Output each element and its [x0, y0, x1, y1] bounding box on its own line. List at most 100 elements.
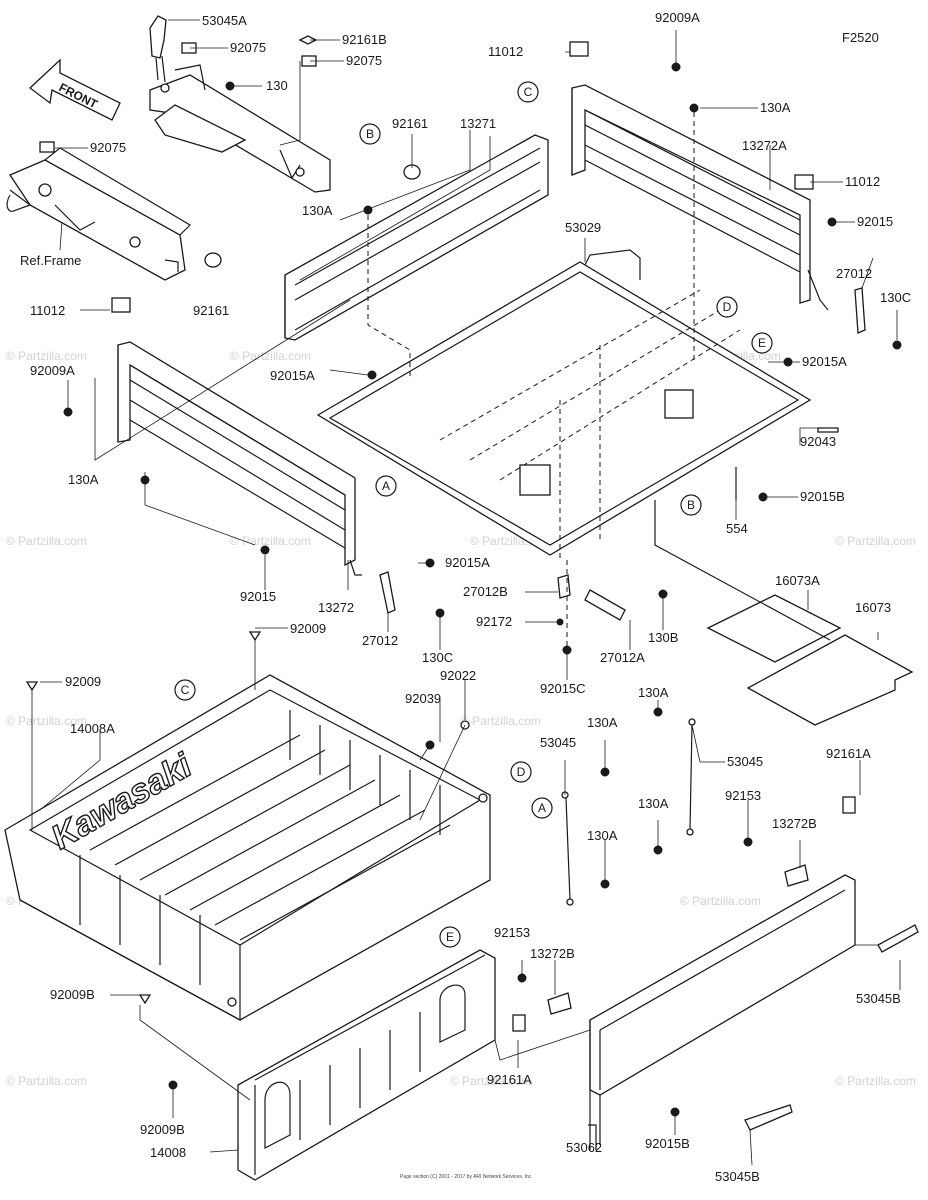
part-label: 53045B	[715, 1169, 760, 1184]
mat-16073a	[706, 594, 842, 663]
screw-92009	[25, 681, 39, 692]
svg-text:C: C	[524, 85, 533, 99]
part-label: 13272B	[530, 946, 575, 961]
right-side-panel-13272a	[571, 84, 829, 311]
reference-marker: C B D E A B A C D E	[174, 81, 773, 948]
part-number-labels: 53045A 92075 92161B 92075 130 92075 9216…	[30, 10, 911, 1184]
bolt-130a	[363, 205, 373, 215]
pin-92043	[817, 427, 839, 433]
part-label: 92009B	[50, 987, 95, 1002]
part-label: 92009	[290, 621, 326, 636]
part-label: 11012	[845, 174, 880, 189]
bolt-130a	[600, 879, 610, 889]
watermark: © Partzilla.com	[6, 349, 87, 363]
part-label: 92153	[725, 788, 761, 803]
nut-92015	[827, 217, 837, 227]
part-label: 53062	[566, 1140, 602, 1155]
cap-11012	[569, 41, 589, 57]
part-label: 554	[726, 521, 748, 536]
part-label: 92161A	[826, 746, 871, 761]
part-label: 11012	[30, 303, 65, 318]
part-label: 13272B	[772, 816, 817, 831]
part-label: 92075	[230, 40, 266, 55]
grommet-92161	[204, 252, 222, 268]
part-label: 13272A	[742, 138, 787, 153]
part-label: 92015	[857, 214, 893, 229]
footer-copyright: Page section (C) 2001 - 2017 by ARI Netw…	[400, 1174, 533, 1180]
hinge-27012	[379, 571, 396, 614]
figure-id: F2520	[842, 30, 879, 45]
part-label: 92022	[440, 668, 476, 683]
hinge-27012a	[584, 589, 626, 621]
ref-frame-label: Ref.Frame	[20, 253, 81, 268]
part-label: 92009	[65, 674, 101, 689]
screw-92009b	[168, 1080, 178, 1090]
part-label: 92015	[240, 589, 276, 604]
part-label: 130C	[880, 290, 911, 305]
watermark: © Partzilla.com	[230, 534, 311, 548]
part-label: 27012	[362, 633, 398, 648]
svg-text:E: E	[446, 930, 454, 944]
watermark: © Partzilla.com	[6, 714, 87, 728]
bracket-53062	[588, 1124, 597, 1150]
watermark: © Partzilla.com	[450, 1074, 531, 1088]
part-label: 130A	[587, 715, 618, 730]
part-label: 14008	[150, 1145, 186, 1160]
bed-frame-53029	[316, 249, 812, 560]
screw-92009a	[671, 62, 681, 72]
screw-92009a	[63, 407, 73, 417]
part-label: 92009A	[655, 10, 700, 25]
screw-92009b	[138, 994, 152, 1005]
frame-reference: Ref.Frame	[6, 147, 191, 281]
front-panel-13271	[284, 134, 549, 341]
part-label: 27012A	[600, 650, 645, 665]
part-label: 27012B	[463, 584, 508, 599]
part-label: 53045	[727, 754, 763, 769]
bolt-130a	[689, 103, 699, 113]
part-label: 11012	[488, 44, 523, 59]
bolt-130c	[892, 340, 902, 350]
part-label: 92161A	[487, 1072, 532, 1087]
bracket-13272b	[547, 992, 572, 1015]
part-label: 53029	[565, 220, 601, 235]
part-label: 14008A	[70, 721, 115, 736]
watermark: © Partzilla.com	[460, 714, 541, 728]
left-side-panel-13272	[117, 341, 362, 576]
part-label: 13271	[460, 116, 496, 131]
nut-92153	[517, 973, 527, 983]
bolt-130b	[658, 589, 668, 599]
tailgate-assembly	[589, 874, 919, 1150]
part-label: 92009A	[30, 363, 75, 378]
svg-text:D: D	[517, 765, 526, 779]
front-arrow-icon: FRONT	[28, 58, 121, 121]
watermark: © Partzilla.com	[835, 1074, 916, 1088]
cargo-bed-14008a: Kawasaki	[4, 674, 491, 1022]
part-label: 130A	[68, 472, 99, 487]
part-label: 130A	[302, 203, 333, 218]
cable-53045	[561, 718, 696, 906]
bumper-92161a	[512, 1014, 526, 1032]
part-label: 92161	[193, 303, 229, 318]
bumper-92161a	[842, 796, 856, 814]
part-label: 13272	[318, 600, 354, 615]
part-label: 130C	[422, 650, 453, 665]
nut-92015	[260, 545, 270, 555]
part-label: 130A	[587, 828, 618, 843]
part-label: 92015A	[270, 368, 315, 383]
part-label: 92161B	[342, 32, 387, 47]
part-label: 92015A	[802, 354, 847, 369]
part-label: 130A	[760, 100, 791, 115]
cap-11012	[111, 297, 131, 313]
screw-92009	[248, 631, 262, 642]
watermark: © Partzilla.com	[6, 534, 87, 548]
part-label: 92009B	[140, 1122, 185, 1137]
hinge-27012	[854, 287, 866, 334]
upper-latch-assembly	[149, 15, 331, 193]
svg-text:D: D	[723, 300, 732, 314]
part-label: 53045A	[202, 13, 247, 28]
part-label: 92015C	[540, 681, 586, 696]
part-label: 92161	[392, 116, 428, 131]
part-label: 130A	[638, 796, 669, 811]
